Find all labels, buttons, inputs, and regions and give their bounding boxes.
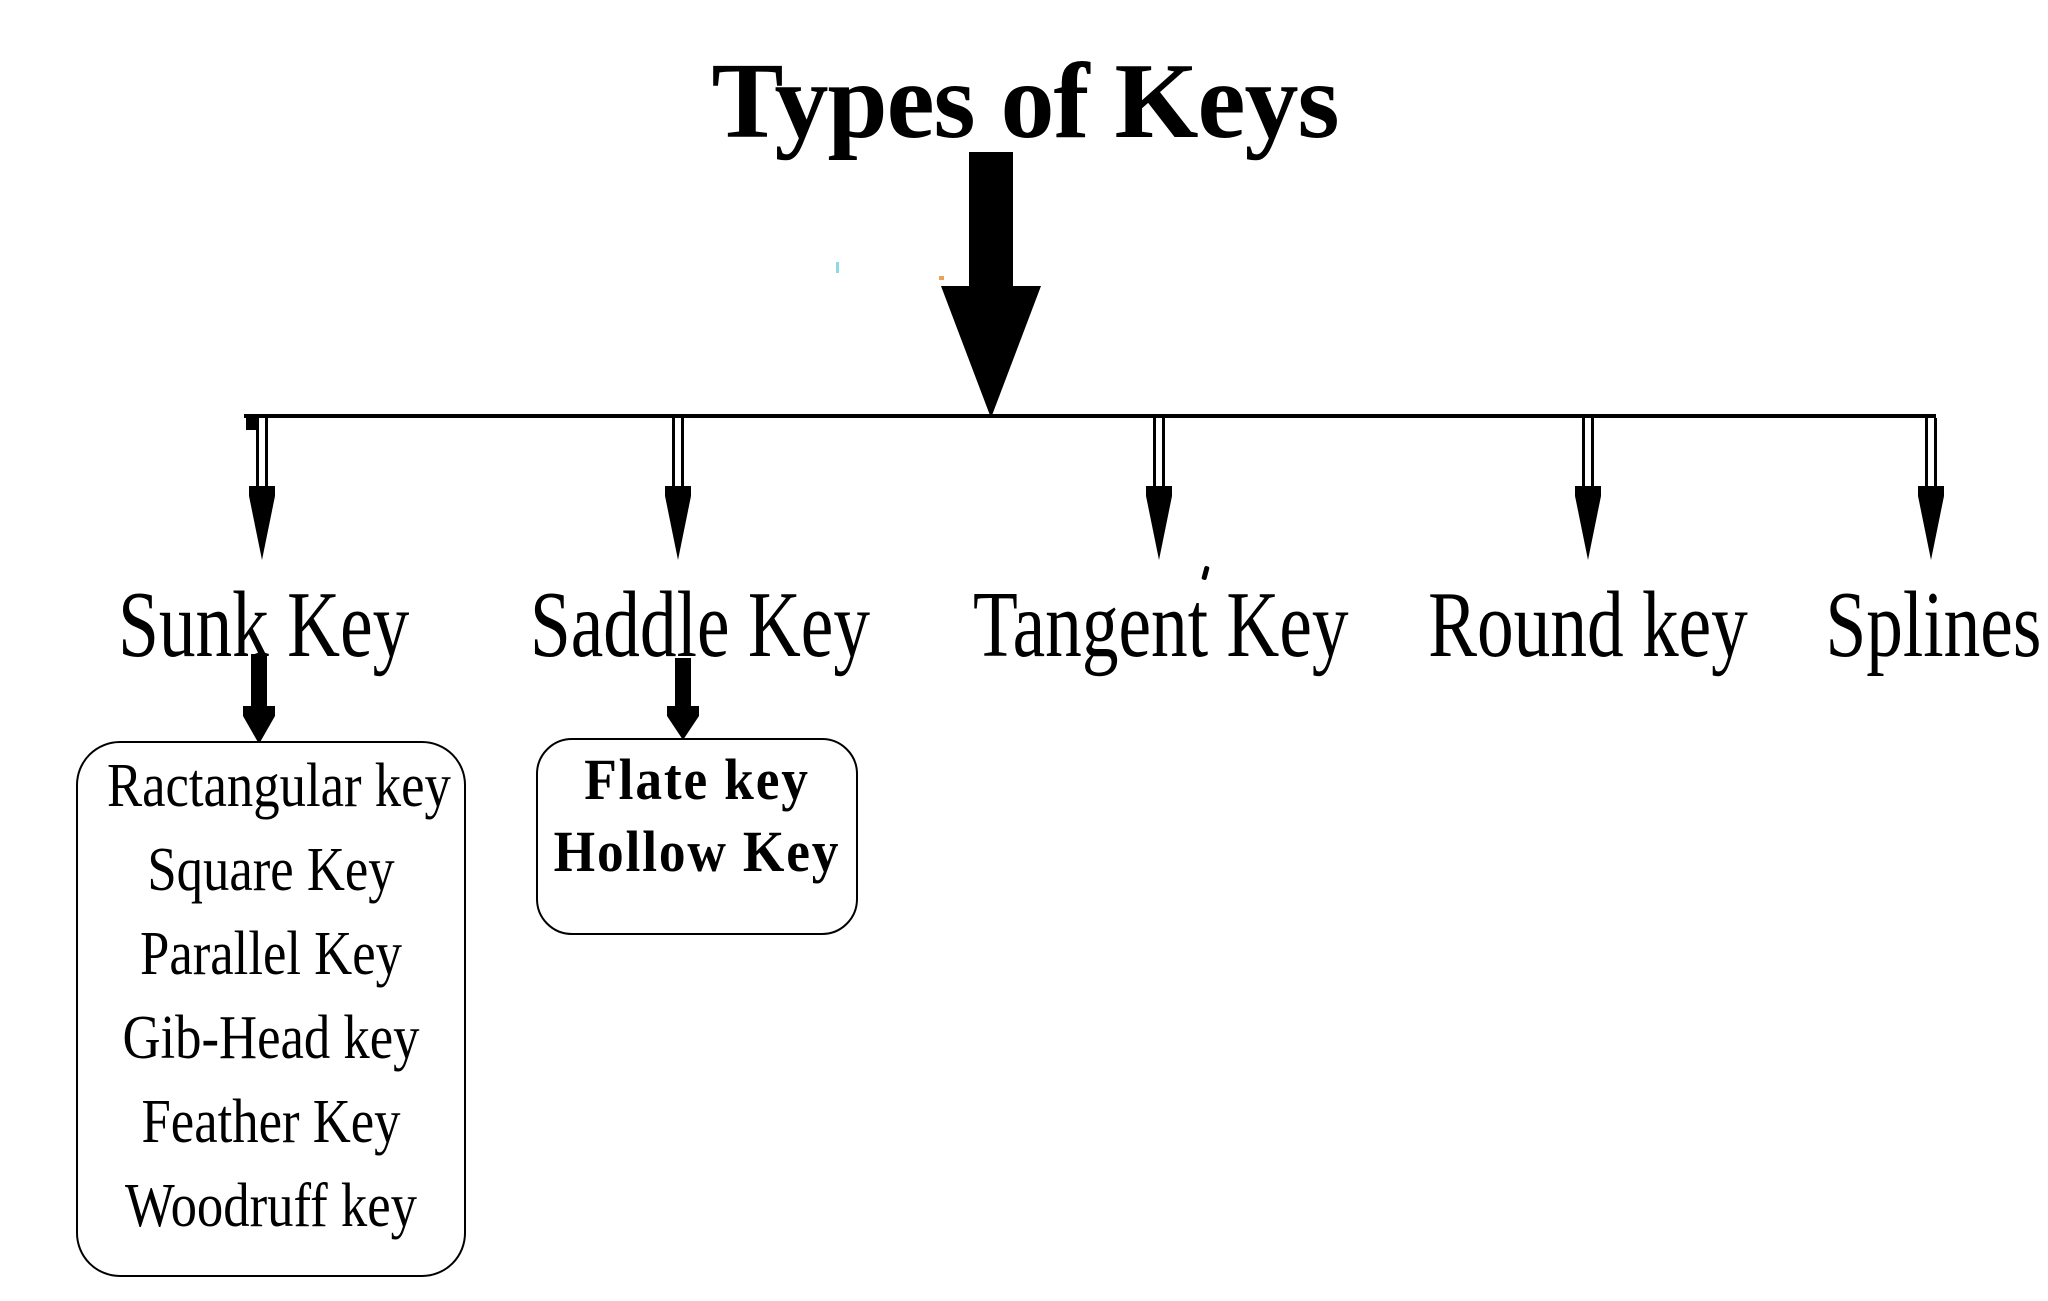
connector-left-tick <box>246 418 258 430</box>
branch-label-round-key: Round key <box>1338 576 1838 675</box>
branch-label-tangent-key: Tangent Key <box>911 576 1411 675</box>
key-type-item: Ractangular key <box>106 752 451 820</box>
small-down-arrow-icon <box>675 658 691 706</box>
small-down-arrow-icon <box>243 716 275 744</box>
down-arrow-icon <box>1918 496 1944 560</box>
down-arrow-icon <box>665 496 691 560</box>
speck-artifact <box>939 276 944 280</box>
diagram-title: Types of Keys <box>711 42 1340 161</box>
key-type-item: Gib-Head key <box>122 1004 420 1072</box>
main-down-arrow-icon <box>969 152 1013 288</box>
key-type-item: Woodruff key <box>125 1172 417 1240</box>
down-arrow-icon <box>1146 486 1172 496</box>
down-arrow-icon <box>1918 486 1944 496</box>
down-arrow-icon <box>1153 418 1165 488</box>
down-arrow-icon <box>1146 496 1172 560</box>
key-type-item: Feather Key <box>141 1088 401 1156</box>
down-arrow-icon <box>672 418 684 488</box>
main-down-arrow-head-icon <box>941 286 1041 418</box>
key-type-item: Parallel Key <box>140 920 402 988</box>
key-type-item: Hollow Key <box>553 819 841 884</box>
branch-label-text: Tangent Key <box>973 573 1349 677</box>
small-down-arrow-icon <box>243 706 275 716</box>
key-type-item: Square Key <box>147 836 395 904</box>
branch-label-saddle-key: Saddle Key <box>450 576 950 675</box>
speck-artifact <box>836 262 839 273</box>
down-arrow-icon <box>1575 496 1601 560</box>
down-arrow-icon <box>249 486 275 496</box>
down-arrow-icon <box>249 496 275 560</box>
key-type-item: Flate key <box>584 747 810 812</box>
branch-label-splines: Splines <box>1683 576 2048 675</box>
branch-label-text: Splines <box>1825 573 2041 677</box>
small-down-arrow-icon <box>667 716 699 740</box>
sunk-key-children-box: Ractangular key Square Key Parallel Key … <box>76 741 466 1277</box>
connector-line <box>244 414 1936 418</box>
branch-label-text: Round key <box>1428 573 1748 677</box>
down-arrow-icon <box>1575 486 1601 496</box>
down-arrow-icon <box>1925 418 1937 488</box>
down-arrow-icon <box>1582 418 1594 488</box>
branch-label-text: Saddle Key <box>529 573 871 677</box>
small-down-arrow-icon <box>667 706 699 716</box>
saddle-key-children-box: Flate key Hollow Key <box>536 738 858 935</box>
down-arrow-icon <box>256 418 268 488</box>
down-arrow-icon <box>665 486 691 496</box>
small-down-arrow-icon <box>251 654 267 706</box>
